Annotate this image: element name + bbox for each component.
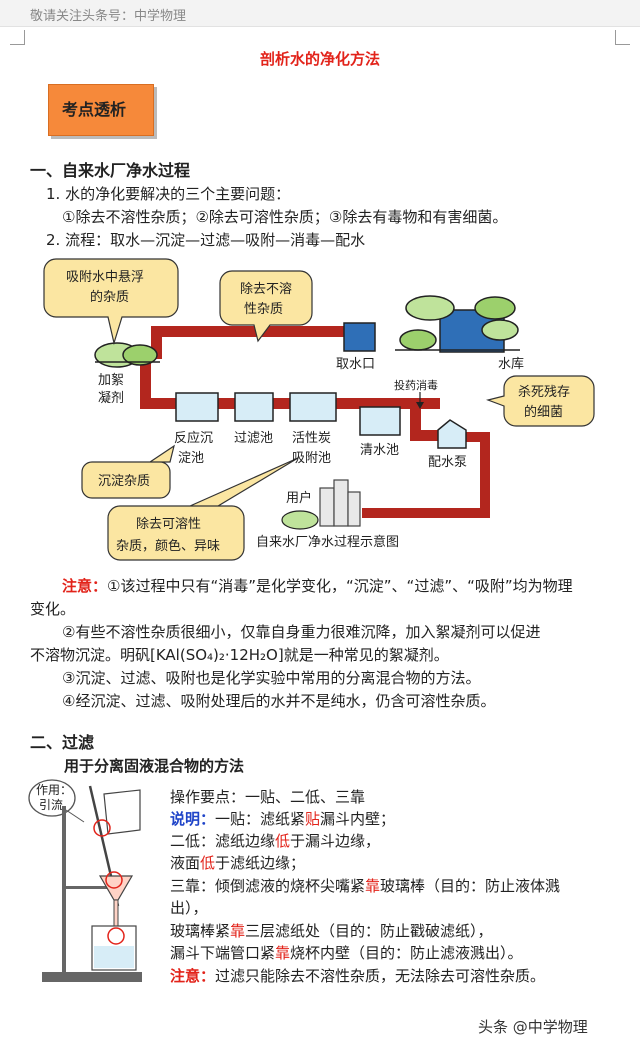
note1-text: ①该过程中只有“消毒”是化学变化，“沉淀”、“过滤”、“吸附”均为物理 [107, 577, 573, 595]
document-title: 剖析水的净化方法 [259, 50, 380, 68]
user-tree-icon [281, 510, 319, 530]
sankao-line2: 玻璃棒紧靠三层滤纸处（目的：防止戳破滤纸）， [170, 922, 493, 940]
yitie-line: 说明：一贴：滤纸紧贴漏斗内壁； [170, 810, 396, 828]
section-tag-label: 考点透析 [62, 100, 127, 119]
note2-line2: 不溶物沉淀。明矾[KAl(SO₄)₂·12H₂O]就是一种常见的絮凝剂。 [30, 646, 449, 664]
note1-line2: 变化。 [30, 600, 76, 618]
label-disinfect: 投药消毒 [394, 378, 438, 392]
note4: ④经沉淀、过滤、吸附处理后的水并不是纯水，仍含可溶性杂质。 [62, 692, 496, 710]
note1-line1: 注意：①该过程中只有“消毒”是化学变化，“沉淀”、“过滤”、“吸附”均为物理 [62, 576, 573, 596]
stand-rod-icon [62, 806, 66, 974]
filter-note: 注意：过滤只能除去不溶性杂质，无法除去可溶性杂质。 [170, 967, 546, 985]
top-bar: 敬请关注头条号：中学物理 [0, 0, 640, 27]
header-text: 敬请关注头条号：中学物理 [30, 9, 187, 24]
erdi-line1: 二低：滤纸边缘低于漏斗边缘， [170, 832, 381, 850]
callout-soluble [107, 457, 299, 561]
stand-base-icon [42, 972, 142, 982]
label-reservoir: 水库 [498, 356, 524, 372]
label-reaction-2: 淀池 [178, 451, 204, 466]
callout-guide-line2: 引流 [39, 798, 63, 812]
label-filter: 过滤池 [234, 431, 273, 446]
callout-soluble-line1: 除去可溶性 [136, 517, 201, 532]
callout-kill-bacteria [485, 375, 595, 427]
water-intake-icon [343, 322, 376, 352]
user-buildings-icon [319, 479, 361, 527]
callout-suspended-line1: 吸附水中悬浮 [66, 270, 144, 285]
section1-item1-sub: ①除去不溶性杂质；②除去可溶性杂质；③除去有毒物和有害细菌。 [62, 208, 508, 226]
water-treatment-diagram: 吸附水中悬浮 的杂质 除去不溶 性杂质 杀死残存 的细菌 沉淀杂质 除去可溶性 … [43, 258, 595, 561]
label-flocculant-2: 凝剂 [98, 390, 124, 406]
label-reaction-1: 反应沉 [174, 430, 213, 446]
callout-sediment-text: 沉淀杂质 [98, 474, 150, 489]
pump-icon [437, 419, 467, 449]
callout-insoluble-line1: 除去不溶 [240, 282, 292, 297]
label-flocculant-1: 加絮 [98, 372, 124, 388]
explain-label: 说明： [170, 810, 216, 828]
callout-insoluble [219, 270, 313, 343]
callout-kill-line2: 的细菌 [524, 404, 563, 420]
note2-line1: ②有些不溶性杂质很细小，仅靠自身重力很难沉降，加入絮凝剂可以促进 [62, 623, 541, 641]
label-intake: 取水口 [336, 357, 375, 372]
flocculant-hill-icon [94, 342, 160, 368]
callout-soluble-line2: 杂质，颜色、异味 [116, 538, 220, 554]
callout-sediment [81, 444, 175, 499]
callout-suspended-line2: 的杂质 [90, 289, 129, 305]
section2-heading: 二、过滤 [30, 733, 95, 752]
page-corner-mark [615, 30, 630, 45]
pipeline [120, 326, 490, 518]
label-clear: 清水池 [360, 443, 399, 458]
carbon-tank-icon [289, 392, 337, 422]
filter-tank-icon [234, 392, 274, 422]
sankao-line3: 漏斗下端管口紧靠烧杯内壁（目的：防止滤液溅出）。 [170, 944, 523, 962]
section2-subheading: 用于分离固液混合物的方法 [64, 757, 245, 775]
label-pump: 配水泵 [428, 455, 467, 470]
diagram-caption: 自来水厂净水过程示意图 [256, 534, 399, 550]
label-carbon-1: 活性炭 [292, 431, 331, 446]
footer-watermark: 头条 @中学物理 [478, 1018, 588, 1036]
reservoir-icon [395, 295, 520, 353]
filter-points: 操作要点：一贴、二低、三靠 [170, 788, 366, 806]
page-corner-mark [10, 30, 25, 45]
callout-guide-line1: 作用： [36, 783, 72, 797]
reaction-tank-icon [175, 392, 219, 422]
callout-suspended [43, 258, 179, 346]
section1-item1: 1. 水的净化要解决的三个主要问题： [46, 185, 291, 203]
callout-kill-line1: 杀死残存 [518, 385, 570, 400]
sankao-line1-cont: 出）， [170, 899, 208, 917]
sankao-line1: 三靠：倾倒滤液的烧杯尖嘴紧靠玻璃棒（目的：防止液体溅 [170, 877, 561, 895]
note3: ③沉淀、过滤、吸附也是化学实验中常用的分离混合物的方法。 [62, 669, 481, 687]
erdi-line2: 液面低于滤纸边缘； [170, 854, 306, 872]
callout-insoluble-line2: 性杂质 [244, 302, 283, 317]
section-tag-box: 考点透析 [48, 84, 154, 136]
section1-item2: 2. 流程：取水—沉淀—过滤—吸附—消毒—配水 [46, 231, 366, 249]
note-label: 注意： [62, 577, 108, 595]
filtration-apparatus-icon: 作用： 引流 [28, 779, 142, 982]
label-carbon-2: 吸附池 [292, 451, 331, 466]
clear-water-tank-icon [359, 406, 401, 436]
section1-heading: 一、自来水厂净水过程 [30, 161, 191, 180]
label-user: 用户 [286, 490, 312, 506]
